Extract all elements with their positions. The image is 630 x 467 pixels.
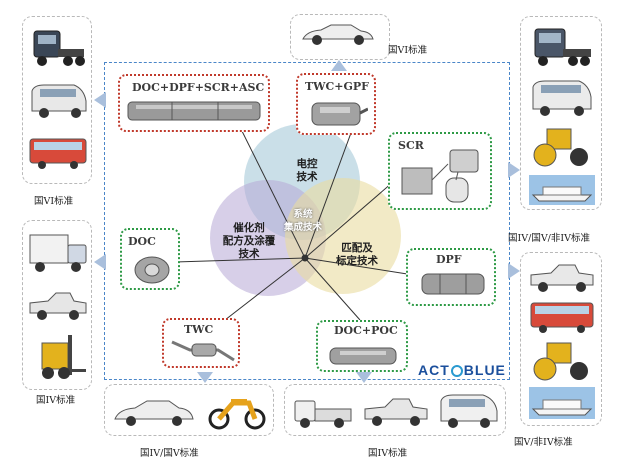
cruise-ship-icon [529, 175, 595, 205]
spoke-twc [224, 257, 306, 321]
card-right-bottom [520, 252, 602, 426]
sports-car-icon [302, 24, 374, 45]
logo-circle-icon [450, 365, 463, 377]
forklift-icon [41, 335, 86, 379]
card-left-top [22, 16, 92, 184]
circle-catalyst-label: 催化剂 配方及涂覆 技术 [222, 222, 276, 260]
card-bottom-mid [284, 384, 506, 436]
converter-icon [311, 102, 368, 126]
spoke-dpf [304, 257, 421, 277]
cruise-ship-icon [529, 387, 595, 419]
label-scr: SCR [398, 139, 424, 152]
road-roller-icon [533, 128, 588, 167]
standard-bottom-mid: 国IV标准 [368, 448, 408, 459]
brand-act: ACT [418, 362, 450, 378]
spoke-hub [301, 254, 309, 262]
poc-unit-icon [329, 347, 397, 365]
circle-control-label: 电控 技术 [296, 158, 318, 183]
city-bus-icon [530, 302, 594, 333]
motorcycle-icon [208, 399, 266, 430]
spoke-doc-poc [304, 257, 361, 321]
minivan-icon [440, 394, 498, 428]
card-right-top [520, 16, 602, 210]
system-frame [104, 62, 510, 380]
standard-right-bottom: 国V/非IV标准 [514, 437, 573, 448]
pickup-truck-icon [29, 292, 87, 320]
scr-system-icon [401, 149, 479, 203]
arrow-up-icon [331, 60, 347, 71]
city-bus-icon [29, 138, 87, 169]
standard-left-top: 国VI标准 [34, 196, 74, 207]
arrow-down-icon [356, 372, 372, 383]
arrow-right-icon [508, 263, 520, 279]
standard-right-top: 国IV/国V/非IV标准 [508, 233, 590, 244]
arrow-right-icon [508, 162, 520, 178]
product-twc [162, 318, 240, 368]
arrow-left-icon [94, 254, 106, 270]
label-doc-poc: DOC+POC [334, 324, 398, 337]
product-doc-dpf-scr-asc [118, 74, 270, 132]
product-doc-poc [316, 320, 408, 372]
box-truck-icon [29, 234, 87, 272]
core-label: 系统 集成技术 [283, 209, 322, 233]
truck-tractor-icon [33, 30, 85, 66]
van-icon [532, 80, 592, 116]
brand-blue: BLUE [463, 362, 506, 378]
road-roller-icon [533, 342, 588, 381]
dpf-unit-icon [421, 273, 485, 295]
van-icon [31, 84, 87, 118]
label-twc-gpf: TWC+GPF [305, 80, 369, 93]
spoke-doc-dpf [232, 112, 306, 259]
product-scr [388, 132, 492, 210]
label-doc: DOC [128, 235, 156, 248]
sports-car-icon [114, 400, 194, 426]
arrow-down-icon [197, 372, 213, 383]
product-twc-gpf [296, 73, 376, 135]
spoke-doc [174, 257, 306, 263]
brand-logo: ACT BLUE [418, 362, 506, 378]
pickup-truck-icon [530, 264, 594, 292]
standard-top: 国VI标准 [388, 45, 428, 56]
label-twc: TWC [184, 323, 214, 336]
card-left-bottom [22, 220, 92, 390]
muffler-long-icon [127, 101, 261, 121]
label-doc-dpf-scr-asc: DOC+DPF+SCR+ASC [132, 81, 265, 94]
circle-calibration-label: 匹配及 标定技术 [336, 242, 378, 267]
circle-calibration [285, 178, 401, 294]
twc-pipe-icon [171, 340, 235, 362]
doc-unit-icon [134, 256, 170, 284]
light-truck-icon [294, 400, 352, 428]
spoke-scr [304, 175, 401, 259]
card-bottom-left [104, 384, 274, 436]
arrow-left-icon [94, 92, 106, 108]
card-top [290, 14, 390, 60]
standard-bottom-left: 国IV/国V标准 [140, 448, 199, 459]
label-dpf: DPF [436, 253, 462, 266]
product-dpf [406, 248, 496, 306]
pickup-truck-icon [364, 398, 428, 426]
product-doc [120, 228, 180, 290]
truck-tractor-icon [534, 28, 591, 66]
standard-left-bottom: 国IV标准 [36, 395, 76, 406]
spoke-twc-gpf [304, 121, 356, 259]
